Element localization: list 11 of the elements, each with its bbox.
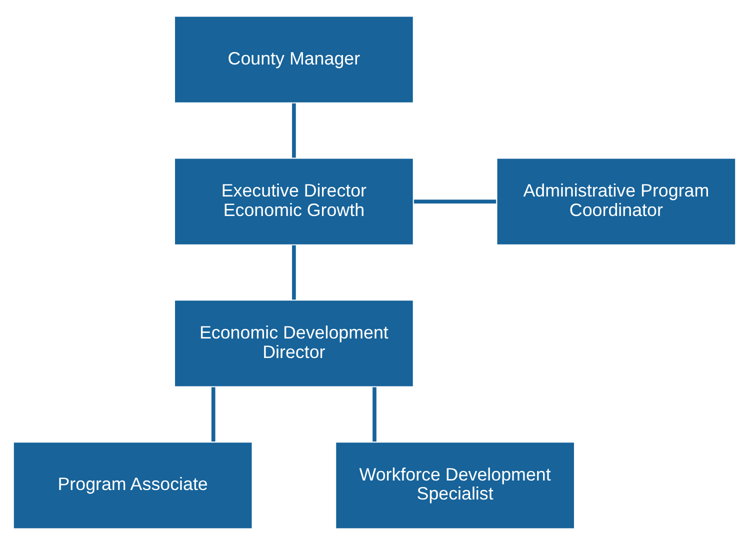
node-box: Program Associate: [12, 440, 254, 530]
connector: [211, 386, 216, 442]
connector: [292, 102, 296, 158]
connector: [414, 199, 496, 203]
node-box: Administrative Program Coordinator: [496, 156, 736, 246]
node-box: Economic Development Director: [174, 298, 414, 388]
node-box: County Manager: [174, 14, 414, 104]
node-box: Executive Director Economic Growth: [174, 156, 414, 246]
connector: [372, 386, 376, 442]
node-box: Workforce Development Specialist: [334, 440, 576, 530]
connector: [292, 244, 296, 300]
